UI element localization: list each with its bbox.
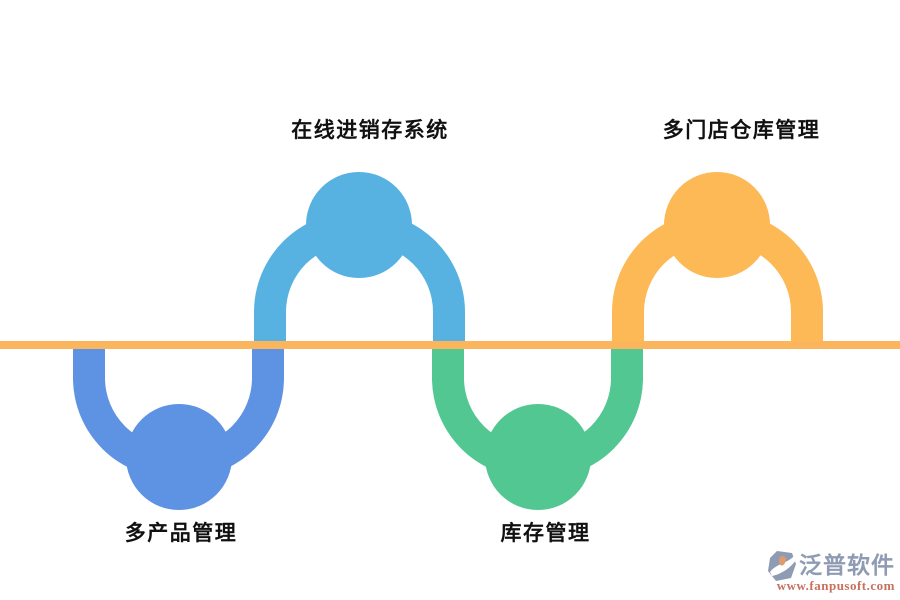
node-label: 多产品管理 — [124, 521, 238, 545]
watermark: 泛普软件 www.fanpusoft.com — [768, 551, 895, 594]
node-label: 多门店仓库管理 — [662, 118, 821, 142]
node-circle — [484, 404, 591, 510]
node-label: 库存管理 — [500, 521, 591, 545]
node-label: 在线进销存系统 — [291, 118, 449, 142]
node-circle — [125, 404, 232, 510]
timeline-axis — [0, 341, 900, 349]
watermark-brand-row: 泛普软件 — [768, 551, 895, 581]
watermark-url: www.fanpusoft.com — [776, 578, 895, 593]
node-circle — [306, 172, 412, 278]
fanpu-logo-icon — [768, 551, 796, 581]
watermark-brand: 泛普软件 — [799, 553, 895, 579]
node-circle — [664, 172, 770, 278]
